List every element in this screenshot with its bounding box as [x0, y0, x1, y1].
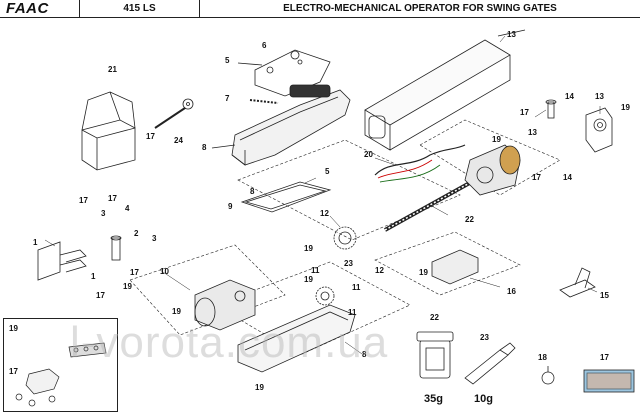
- part-13-housing-tube: [364, 29, 526, 151]
- label-8: 8: [362, 350, 367, 359]
- label-13: 13: [528, 128, 537, 137]
- title-block: FAAC 415 LS ELECTRO-MECHANICAL OPERATOR …: [0, 0, 640, 18]
- part-2-pin: [110, 235, 122, 261]
- label-13: 13: [507, 30, 516, 39]
- model-code: 415 LS: [80, 0, 200, 17]
- inset-box-detail: 19 17: [3, 318, 118, 412]
- label-11: 11: [352, 283, 361, 292]
- faac-logo: FAAC: [0, 0, 80, 17]
- label-19: 19: [304, 275, 313, 284]
- label-17: 17: [79, 196, 88, 205]
- label-5: 5: [325, 167, 330, 176]
- part-18-key-tag: [541, 366, 555, 385]
- label-1: 1: [91, 272, 96, 281]
- part-15-plate: [559, 267, 596, 298]
- label-22: 22: [430, 313, 439, 322]
- part-8-cover: [211, 84, 351, 166]
- label-11: 11: [348, 308, 357, 317]
- label-14: 14: [563, 173, 572, 182]
- label-17: 17: [532, 173, 541, 182]
- label-3: 3: [101, 209, 106, 218]
- label-17: 17: [108, 194, 117, 203]
- part-1-bracket: [37, 241, 87, 281]
- part-21-box: [81, 91, 136, 171]
- label-17: 17: [146, 132, 155, 141]
- label-13: 13: [595, 92, 604, 101]
- label-19: 19: [419, 268, 428, 277]
- part-24-keys: [154, 98, 194, 129]
- label-17: 17: [520, 108, 529, 117]
- label-10: 10: [160, 267, 169, 276]
- part-16-bracket: [431, 249, 479, 285]
- part-8-lower-housing: [237, 304, 356, 373]
- part-12-gear: [333, 226, 357, 250]
- label-23: 23: [480, 333, 489, 342]
- label-14: 14: [565, 92, 574, 101]
- label-19: 19: [492, 135, 501, 144]
- label-8: 8: [202, 143, 207, 152]
- label-19: 19: [255, 383, 264, 392]
- leader-lines: [44, 35, 601, 355]
- label-15: 15: [600, 291, 609, 300]
- part-17-sticker: [583, 369, 635, 393]
- label-2: 2: [134, 229, 139, 238]
- part-14-pin: [545, 99, 557, 119]
- inset-drawing: 19 17: [9, 324, 107, 407]
- label-19: 19: [123, 282, 132, 291]
- part-22-grease-jar: [416, 331, 454, 379]
- grease-qty-label: 35g: [424, 393, 443, 405]
- label-19: 19: [621, 103, 630, 112]
- drawing-title: ELECTRO-MECHANICAL OPERATOR FOR SWING GA…: [283, 3, 557, 14]
- part-23-gear: [315, 286, 335, 306]
- part-9-gasket: [240, 181, 332, 213]
- tube-qty-label: 10g: [474, 393, 493, 405]
- part-20-cable: [374, 144, 466, 183]
- label-16: 16: [507, 287, 516, 296]
- inset-label-19: 19: [9, 324, 18, 333]
- label-17: 17: [96, 291, 105, 300]
- label-20: 20: [364, 150, 373, 159]
- label-23: 23: [344, 259, 353, 268]
- label-17: 17: [130, 268, 139, 277]
- part-23-grease-tube: [464, 342, 516, 385]
- part-6-bracket: [237, 49, 331, 97]
- label-24: 24: [174, 136, 183, 145]
- label-11: 11: [311, 266, 320, 275]
- label-3: 3: [152, 234, 157, 243]
- label-12: 12: [375, 266, 384, 275]
- label-9: 9: [228, 202, 233, 211]
- label-17: 17: [600, 353, 609, 362]
- label-4: 4: [125, 204, 130, 213]
- label-5: 5: [225, 56, 230, 65]
- label-22: 22: [465, 215, 474, 224]
- part-13-rear-bracket: [585, 107, 613, 153]
- label-12: 12: [320, 209, 329, 218]
- label-21: 21: [108, 65, 117, 74]
- label-1: 1: [33, 238, 38, 247]
- part-7-screws: [249, 99, 279, 104]
- label-8: 8: [250, 187, 255, 196]
- label-18: 18: [538, 353, 547, 362]
- part-10-motor: [194, 279, 256, 331]
- inset-label-17: 17: [9, 367, 18, 376]
- part-motor-assembly: [464, 144, 521, 196]
- label-6: 6: [262, 41, 267, 50]
- exploded-view-diagram: 13 6 5 21 7 8 17 24 17 14 13 19 13 19 20…: [33, 29, 635, 405]
- label-19: 19: [172, 307, 181, 316]
- label-19: 19: [304, 244, 313, 253]
- label-7: 7: [225, 94, 230, 103]
